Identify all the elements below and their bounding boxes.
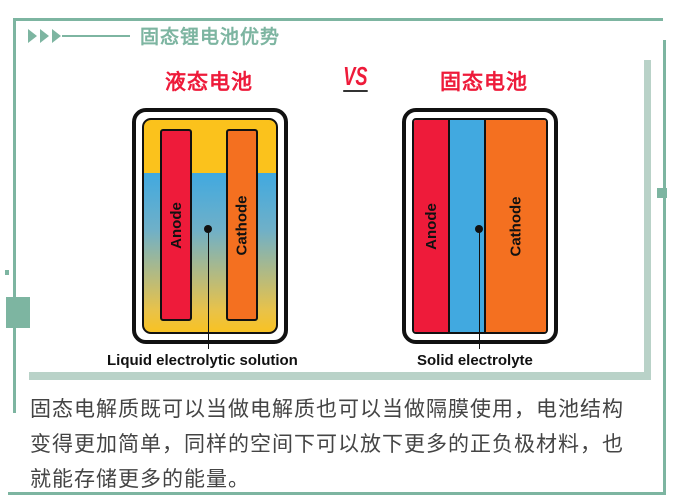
vs-label: VS	[343, 61, 368, 92]
arrow-icon	[40, 29, 49, 43]
cathode: Cathode	[226, 129, 258, 321]
arrow-icon	[28, 29, 37, 43]
solid-battery: Anode Cathode	[402, 108, 558, 344]
liquid-battery: Anode Cathode	[132, 108, 288, 344]
deco-square	[6, 297, 30, 328]
pointer-line	[207, 229, 209, 349]
anode: Anode	[414, 120, 450, 332]
anode: Anode	[160, 129, 192, 321]
shadow-right	[644, 60, 651, 380]
solid-caption: Solid electrolyte	[417, 352, 533, 369]
frame-right	[663, 40, 666, 495]
shadow-bottom	[29, 372, 651, 380]
deco-dot	[657, 188, 667, 198]
arrow-icon	[52, 29, 61, 43]
deco-dot	[5, 270, 9, 275]
title-rule	[62, 35, 130, 37]
frame-top	[13, 18, 663, 21]
solid-heading: 固态电池	[440, 70, 528, 94]
description-text: 固态电解质既可以当做电解质也可以当做隔膜使用，电池结构变得更加简单，同样的空间下…	[30, 397, 624, 491]
cathode: Cathode	[484, 120, 546, 332]
frame-left	[13, 18, 16, 413]
liquid-caption: Liquid electrolytic solution	[107, 352, 298, 369]
section-title: 固态锂电池优势	[140, 26, 281, 48]
pointer-line	[478, 229, 480, 349]
frame-bottom	[8, 492, 666, 495]
liquid-heading: 液态电池	[165, 70, 253, 94]
